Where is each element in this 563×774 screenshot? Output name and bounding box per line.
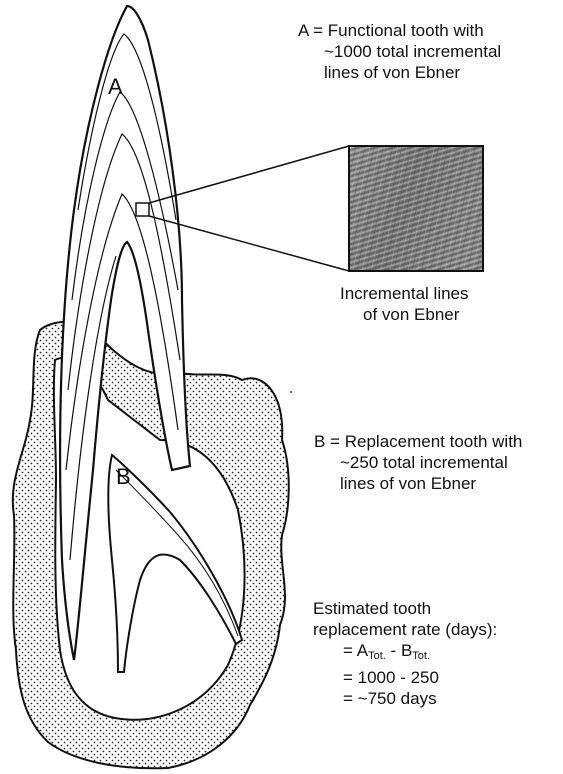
a-desc-line1: Functional tooth with xyxy=(328,21,484,40)
inset-caption-line1: Incremental lines xyxy=(340,283,469,304)
eq1-equals: = xyxy=(343,641,353,660)
von-ebner-inset xyxy=(349,146,483,271)
tooth-a-letter: A xyxy=(108,74,123,99)
estimate-line1: Estimated tooth xyxy=(313,598,497,619)
a-desc-line2: ~1000 total incremental xyxy=(298,41,501,62)
eq1-b: BTot. xyxy=(401,641,430,660)
tooth-a-description: A = Functional tooth with ~1000 total in… xyxy=(298,20,501,83)
estimate-equation-3: = ~750 days xyxy=(313,688,497,709)
b-desc-line2: ~250 total incremental xyxy=(314,452,522,473)
inset-caption: Incremental lines of von Ebner xyxy=(340,283,469,325)
tooth-b-letter: B xyxy=(116,464,131,489)
tooth-b-description: B = Replacement tooth with ~250 total in… xyxy=(314,431,522,494)
estimate-equation-2: = 1000 - 250 xyxy=(313,667,497,688)
inset-caption-line2: of von Ebner xyxy=(340,304,469,325)
stray-dot xyxy=(290,391,292,393)
estimate-equation-1: = ATot. - BTot. xyxy=(313,640,497,667)
a-desc-line3: lines of von Ebner xyxy=(298,62,501,83)
replacement-rate-estimate: Estimated tooth replacement rate (days):… xyxy=(313,598,497,709)
b-desc-line3: lines of von Ebner xyxy=(314,473,522,494)
eq1-a: ATot. xyxy=(357,641,386,660)
b-desc-line1: Replacement tooth with xyxy=(345,432,523,451)
a-key: A = xyxy=(298,21,323,40)
connector-line-top xyxy=(149,146,349,203)
eq1-minus: - xyxy=(391,641,397,660)
b-key: B = xyxy=(314,432,340,451)
estimate-line2: replacement rate (days): xyxy=(313,619,497,640)
